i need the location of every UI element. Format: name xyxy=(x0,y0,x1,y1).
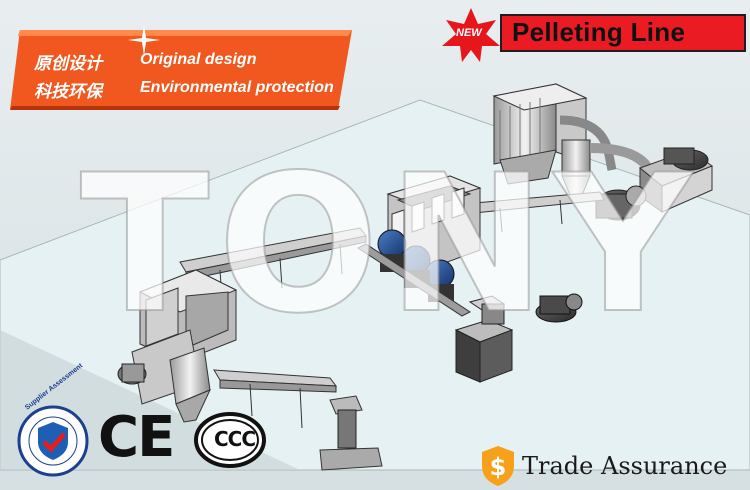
air-compressor xyxy=(535,293,583,323)
mill-motor xyxy=(468,295,506,325)
star-badge-icon xyxy=(442,8,500,62)
dollar-shield-icon: $ xyxy=(482,446,514,486)
packing-machine xyxy=(319,395,383,471)
svg-text:$: $ xyxy=(490,453,507,481)
control-cabinet xyxy=(454,319,514,383)
tony-watermark: TONY xyxy=(79,134,700,355)
conveyor-lower xyxy=(213,369,338,429)
page-title: Pelleting Line xyxy=(512,17,686,47)
trade-assurance-label: Trade Assurance xyxy=(522,452,728,480)
ccc-seal xyxy=(194,412,266,468)
counterflow-cooler xyxy=(131,269,238,423)
hammer-mill xyxy=(639,147,714,213)
slogan-en-original: Original design xyxy=(140,51,257,68)
title-box xyxy=(500,14,746,52)
screw-conveyor xyxy=(356,243,472,317)
shield-check-icon xyxy=(17,405,89,477)
slogan-cn-original: 原创设计 xyxy=(34,54,102,73)
ccc-mark: CCC xyxy=(214,427,256,451)
cooler-fan xyxy=(117,363,147,385)
slogan-en-environment: Environmental protection xyxy=(140,79,334,96)
slogan-cn-environment: 科技环保 xyxy=(34,82,102,101)
new-badge-label: NEW xyxy=(456,27,482,39)
ce-mark: CE xyxy=(98,405,175,470)
cyclone-upper xyxy=(561,139,591,201)
slogan-banner xyxy=(10,30,352,110)
sparkle-icon xyxy=(128,24,160,56)
